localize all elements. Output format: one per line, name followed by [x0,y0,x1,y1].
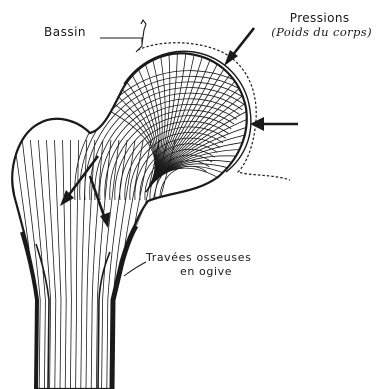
label-travees-line1: Travées osseuses [146,251,251,264]
bassin-leader-line [100,38,142,52]
travees-leader-line [124,262,146,276]
label-bassin: Bassin [44,26,86,38]
label-travees-line2: en ogive [180,266,251,277]
pressure-arrow-side [250,117,298,131]
femur-outline [12,53,246,389]
pressure-arrow-top [224,28,254,66]
label-pressions-title: Pressions [290,11,350,25]
inner-medial-line [98,252,110,389]
label-travees-osseuses: Travées osseuses en ogive [146,252,251,277]
medial-cortex [112,226,136,389]
label-pressions: Pressions (Poids du corps) [271,12,368,39]
trabecular-hatching [0,42,266,389]
label-poids-du-corps: (Poids du corps) [271,27,372,39]
lateral-cortex [22,232,37,389]
